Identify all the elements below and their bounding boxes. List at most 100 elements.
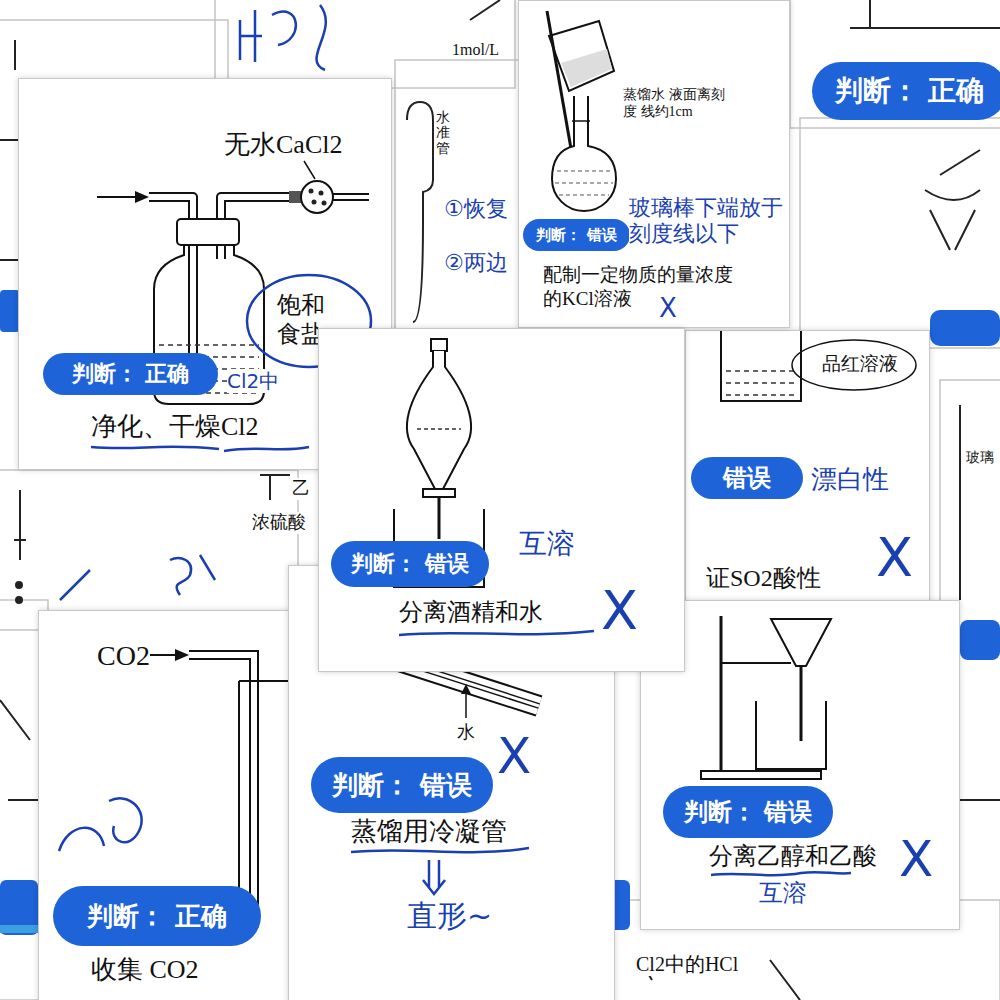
background-collage-part <box>960 620 1000 660</box>
background-collage-part <box>850 27 1000 29</box>
judgment-badge: 判断： 错误 <box>311 757 493 813</box>
background-collage-part <box>800 118 1000 348</box>
separatory-funnel-part <box>399 631 594 635</box>
apparatus-label: 1mol/L <box>452 40 499 59</box>
background-collage-part <box>240 5 326 70</box>
gas-collection-bottle-part <box>59 798 142 851</box>
handwritten-note: 互溶 <box>759 879 807 908</box>
handwritten-note: Cl2中 <box>227 369 279 393</box>
handwritten-note: X <box>899 829 933 889</box>
gas-washing-apparatus-part <box>329 193 369 201</box>
apparatus-label: 乙 <box>292 478 310 500</box>
gas-collection-bottle-part <box>175 649 189 661</box>
apparatus-label: 水 <box>457 722 475 744</box>
background-collage-part <box>60 555 215 600</box>
card-caption: 分离酒精和水 <box>399 597 543 627</box>
background-collage-part <box>930 310 1000 346</box>
sulfur-dioxide-test-part <box>726 370 796 372</box>
gas-washing-apparatus-part <box>301 181 333 213</box>
card-caption: 证SO2酸性 <box>706 563 821 593</box>
volumetric-flask-setup-part <box>561 49 612 87</box>
handwritten-note: X <box>659 293 677 324</box>
card-caption: 蒸馏用冷凝管 <box>351 816 507 849</box>
condenser-setup-part <box>399 661 539 706</box>
condenser-setup-part <box>399 661 539 706</box>
funnel-filtration-part <box>756 701 826 769</box>
apparatus-label: Cl2中的HCl <box>636 952 738 976</box>
background-collage-part <box>14 490 26 560</box>
separatory-funnel-part <box>438 497 441 539</box>
handwritten-note: 直形~ <box>407 898 492 934</box>
volumetric-flask-setup-part <box>557 170 611 171</box>
handwritten-note: X <box>876 526 913 591</box>
volumetric-flask-setup-part <box>572 120 590 122</box>
experiment-card: 配制一定物质的量浓度的KCl溶液判断： 错误蒸馏水 液面离刻度 线约1cm玻璃棒… <box>518 0 790 328</box>
experiment-card: 收集 CO2 判断： 正确 CO2 <box>38 610 290 1000</box>
judgment-badge: 判断： 错误 <box>663 786 833 838</box>
judgment-badge: 错误 <box>691 457 803 499</box>
condenser-setup-part <box>399 661 539 706</box>
background-collage-part <box>869 0 871 28</box>
card-caption: 分离乙醇和乙酸 <box>709 841 877 871</box>
handwritten-note: ②两边 <box>444 250 508 276</box>
sulfur-dioxide-test-part <box>726 382 796 384</box>
apparatus-label: 无水CaCl2 <box>224 129 342 160</box>
badge-text: 判断： 正确 <box>835 72 985 110</box>
volumetric-flask-setup-part <box>555 182 613 183</box>
background-collage-part <box>407 102 433 322</box>
apparatus-label: 水准管 <box>436 110 450 156</box>
funnel-filtration-part <box>800 666 803 741</box>
background-collage-part <box>960 799 1000 801</box>
sulfur-dioxide-test-part <box>726 371 796 395</box>
sulfur-dioxide-test-part <box>726 394 796 396</box>
apparatus-label: 蒸馏水 液面离刻度 线约1cm <box>623 87 727 121</box>
separatory-funnel-part <box>417 428 461 430</box>
apparatus-label: 浓硫酸 <box>252 512 306 534</box>
background-collage-part <box>925 150 980 250</box>
gas-washing-apparatus-part <box>312 200 317 205</box>
gas-washing-apparatus-part <box>91 447 309 451</box>
gas-collection-bottle-part <box>189 655 254 911</box>
badge-text: 判断： 错误 <box>536 226 616 245</box>
badge-text: 判断： 错误 <box>332 768 471 803</box>
card-caption: 收集 CO2 <box>91 954 199 987</box>
separatory-funnel-part <box>423 489 455 497</box>
gas-collection-bottle-part <box>189 655 254 911</box>
sulfur-dioxide-test-part <box>721 331 801 401</box>
separatory-funnel-part <box>431 339 447 351</box>
background-collage-part <box>940 380 1000 630</box>
gas-washing-apparatus-part <box>289 191 301 203</box>
handwritten-note: ①恢复 <box>444 196 508 222</box>
background-collage-part <box>0 290 20 332</box>
background-collage-part <box>395 60 525 350</box>
judgment-badge: 判断： 正确 <box>812 62 1000 120</box>
judgment-badge: 判断： 正确 <box>53 886 261 946</box>
apparatus-label: 品红溶液 <box>822 353 898 376</box>
gas-washing-apparatus-part <box>322 201 327 206</box>
card-caption: 配制一定物质的量浓度的KCl溶液 <box>543 263 748 311</box>
volumetric-flask-setup-part <box>552 96 616 211</box>
judgment-badge: 判断： 错误 <box>523 219 630 251</box>
funnel-filtration-part <box>720 616 723 771</box>
background-collage-part <box>470 0 500 20</box>
handwritten-note: X <box>601 579 638 644</box>
condenser-setup-part <box>351 848 529 852</box>
funnel-filtration-part <box>721 662 791 664</box>
experiment-card: 分离乙醇和乙酸判断： 错误互溶 X <box>640 600 960 930</box>
gas-washing-apparatus-part <box>304 161 315 179</box>
background-collage-part <box>16 582 22 588</box>
apparatus-label: CO2 <box>97 639 150 673</box>
volumetric-flask-setup-part <box>559 194 609 195</box>
background-collage-part <box>16 597 22 603</box>
condenser-setup-part <box>399 661 539 706</box>
gas-washing-apparatus-part <box>309 189 327 206</box>
badge-text: 错误 <box>723 462 771 494</box>
handwritten-note: X <box>497 726 531 786</box>
background-collage-part <box>0 925 40 933</box>
background-collage-part <box>0 470 298 630</box>
gas-washing-apparatus-part <box>135 191 149 203</box>
background-collage-part <box>215 0 515 88</box>
gas-washing-apparatus-part <box>177 219 239 245</box>
card-caption: 净化、干燥Cl2 <box>91 411 259 444</box>
